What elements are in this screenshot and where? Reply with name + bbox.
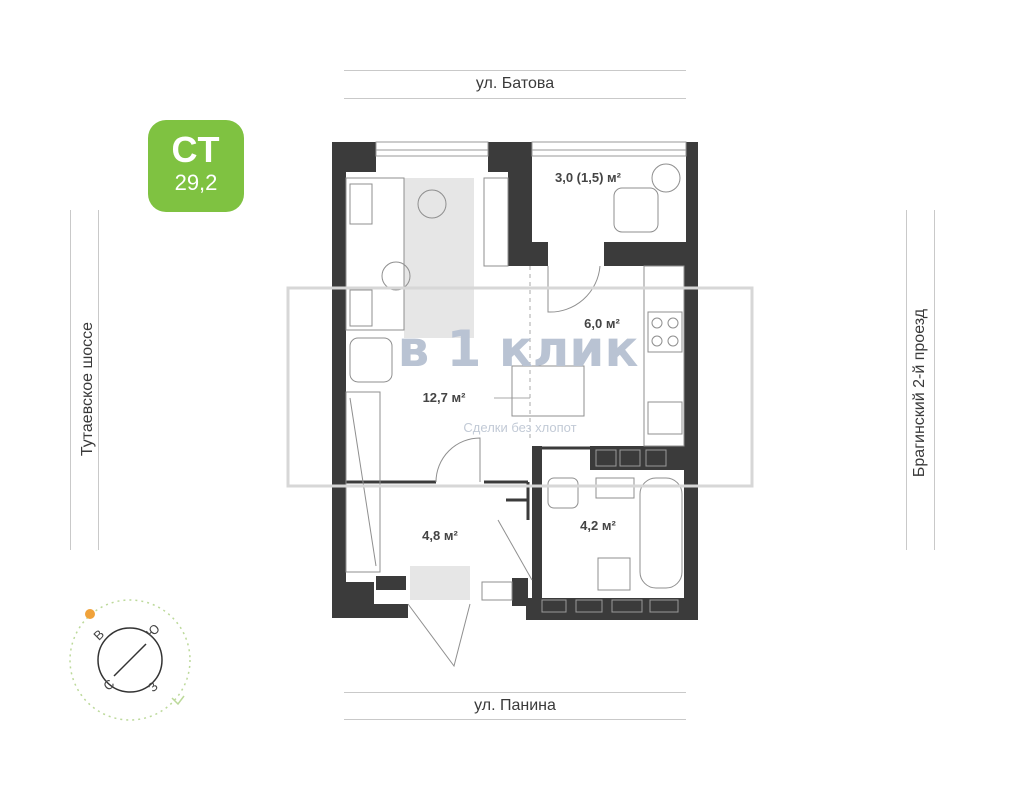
sun-path [69,599,191,721]
walls [332,142,698,620]
street-bottom-label: ул. Панина [474,697,556,714]
compass-north: С [100,676,117,693]
street-right-line-1 [906,210,907,550]
apartment-area: 29,2 [174,170,218,195]
sun-icon [85,609,95,619]
compass-needle [113,643,147,677]
room-kitchen-area: 6,0 м² [584,316,620,331]
furniture [345,163,685,668]
street-left-line-1 [70,210,71,550]
room-hall-area: 4,8 м² [422,528,458,543]
compass-ring [97,627,163,693]
apartment-type: СТ [171,129,221,170]
hall-mat [410,566,470,600]
partitions [346,446,596,520]
watermark-frame [286,286,754,488]
street-top-label: ул. Батова [475,75,555,92]
apartment-badge: СТ 29,2 [148,120,244,212]
street-top-line-1 [344,70,686,71]
room-balcony-area: 3,0 (1,5) м² [555,170,622,185]
room-bath-area: 4,2 м² [580,518,616,533]
compass-west: З [145,679,161,695]
compass: С В Ю З [69,599,191,721]
watermark-title: в 1 клик [398,320,639,378]
street-right-line-2 [934,210,935,550]
compass-south: Ю [143,621,163,641]
sun-direction-arrow [171,695,185,706]
windows [375,141,687,613]
street-bottom-line-2 [344,719,686,720]
street-left-line-2 [98,210,99,550]
watermark-subtitle: Сделки без хлопот [463,420,576,435]
street-bottom-line-1 [344,692,686,693]
rug [404,178,474,338]
room-living-area: 12,7 м² [423,390,467,405]
street-top-line-2 [344,98,686,99]
